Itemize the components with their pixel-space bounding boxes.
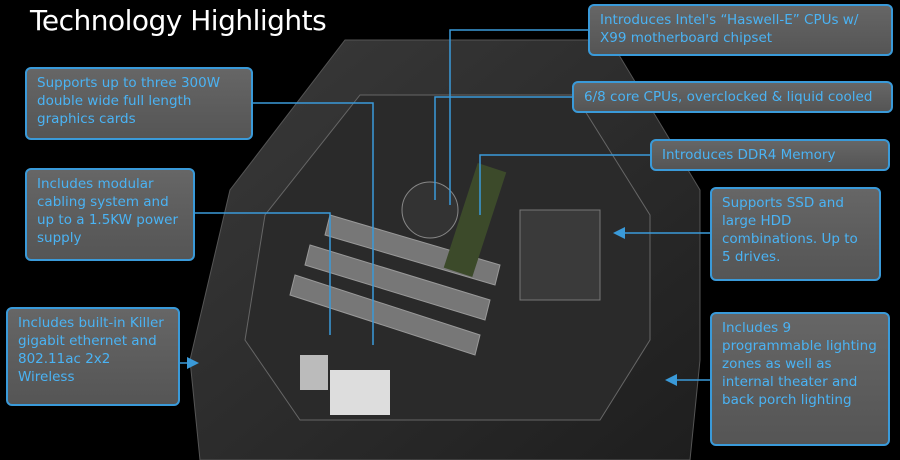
callout-cores: 6/8 core CPUs, overclocked & liquid cool… — [572, 81, 893, 113]
cpu-cooler — [401, 181, 459, 239]
callout-power: Includes modular cabling system and up t… — [25, 168, 195, 261]
memory-slots — [443, 163, 507, 277]
callout-graphics: Supports up to three 300W double wide fu… — [25, 67, 253, 140]
callout-lighting: Includes 9 programmable lighting zones a… — [710, 312, 890, 446]
drive-bays — [519, 209, 601, 301]
slide-title: Technology Highlights — [30, 4, 327, 37]
callout-memory: Introduces DDR4 Memory — [650, 139, 890, 171]
callout-network: Includes built-in Killer gigabit etherne… — [6, 307, 180, 406]
callout-storage: Supports SSD and large HDD combinations.… — [710, 187, 881, 281]
callout-lines — [180, 29, 710, 386]
psu — [330, 370, 390, 415]
callout-cpu: Introduces Intel's “Haswell-E” CPUs w/ X… — [588, 4, 893, 56]
